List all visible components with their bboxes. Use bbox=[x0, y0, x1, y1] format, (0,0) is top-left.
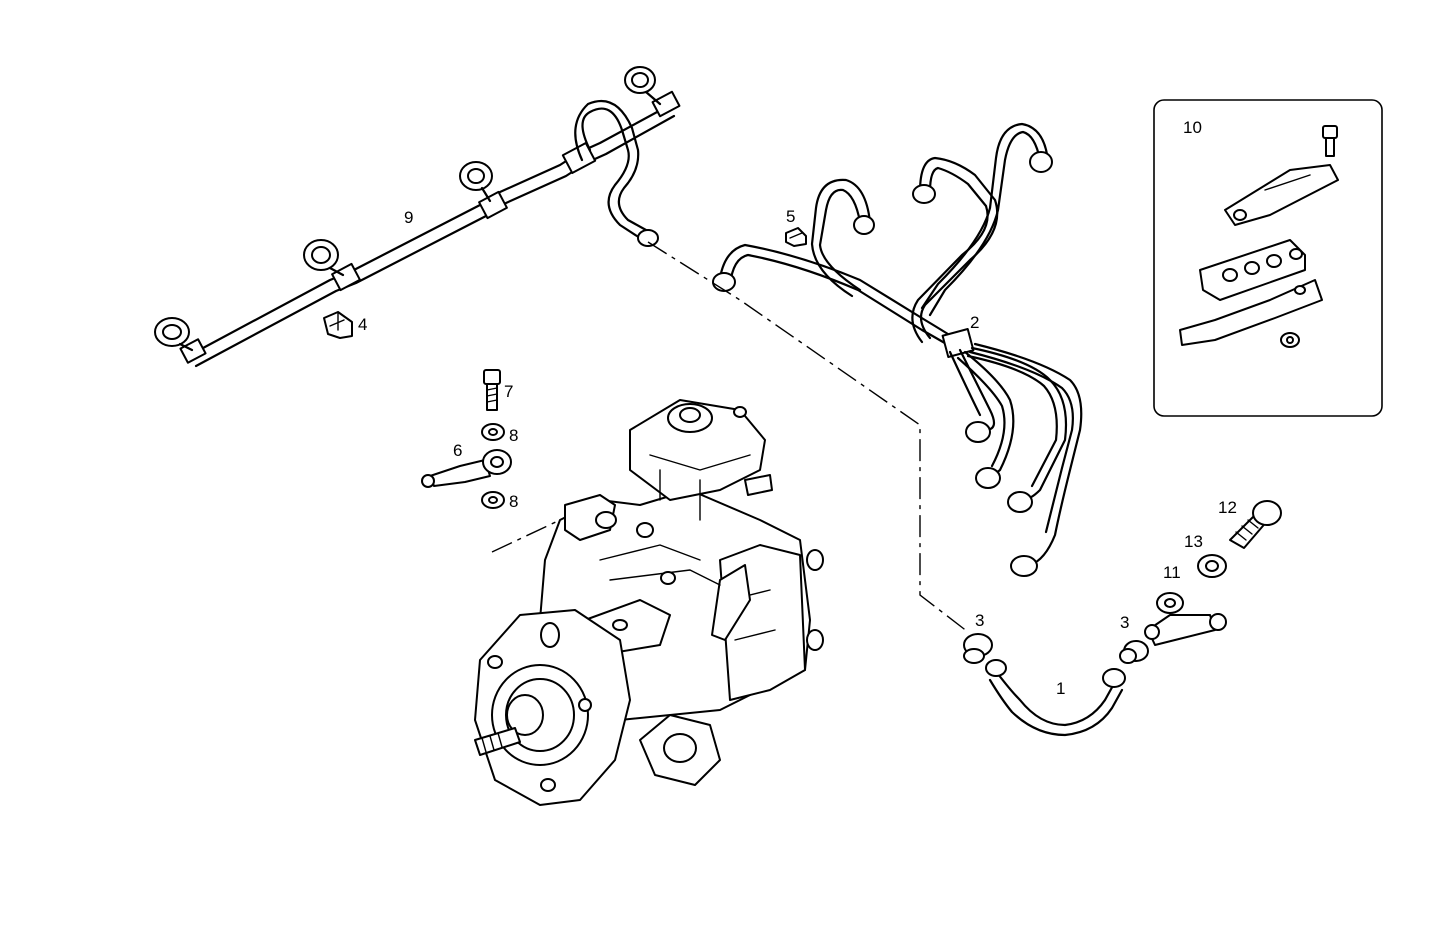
callout-2: 2 bbox=[970, 313, 979, 332]
callout-5: 5 bbox=[786, 207, 795, 226]
callout-8-bottom: 8 bbox=[509, 492, 518, 511]
injection-pump bbox=[474, 399, 824, 806]
part-8-washer-top bbox=[481, 423, 505, 441]
part-1-return-hose bbox=[985, 659, 1126, 737]
callout-7: 7 bbox=[504, 382, 513, 401]
callout-3-right: 3 bbox=[1120, 613, 1129, 632]
callout-3-left: 3 bbox=[975, 611, 984, 630]
callout-10: 10 bbox=[1183, 118, 1202, 137]
part-10-inset bbox=[1153, 99, 1383, 417]
part-6-banjo-fitting bbox=[421, 449, 512, 488]
callout-6: 6 bbox=[453, 441, 462, 460]
part-5-clip bbox=[785, 227, 807, 247]
callout-11: 11 bbox=[1163, 563, 1181, 582]
part-2-injection-pipes bbox=[712, 122, 1083, 577]
callout-12: 12 bbox=[1218, 498, 1237, 517]
part-13-washer bbox=[1197, 554, 1227, 578]
part-3-washer-right bbox=[1119, 640, 1149, 664]
callout-13: 13 bbox=[1184, 532, 1203, 551]
callout-4: 4 bbox=[358, 315, 367, 334]
part-11-banjo-fitting bbox=[1144, 592, 1227, 646]
part-7-bolt bbox=[483, 369, 501, 411]
callout-9: 9 bbox=[404, 208, 413, 227]
part-3-washer-left bbox=[963, 633, 993, 664]
part-8-washer-bottom bbox=[481, 491, 505, 509]
part-9-leak-off-rail bbox=[154, 66, 681, 368]
callout-8-top: 8 bbox=[509, 426, 518, 445]
part-4-clip bbox=[323, 311, 353, 339]
part-12-banjo-bolt bbox=[1229, 500, 1282, 549]
callout-1: 1 bbox=[1056, 679, 1065, 698]
